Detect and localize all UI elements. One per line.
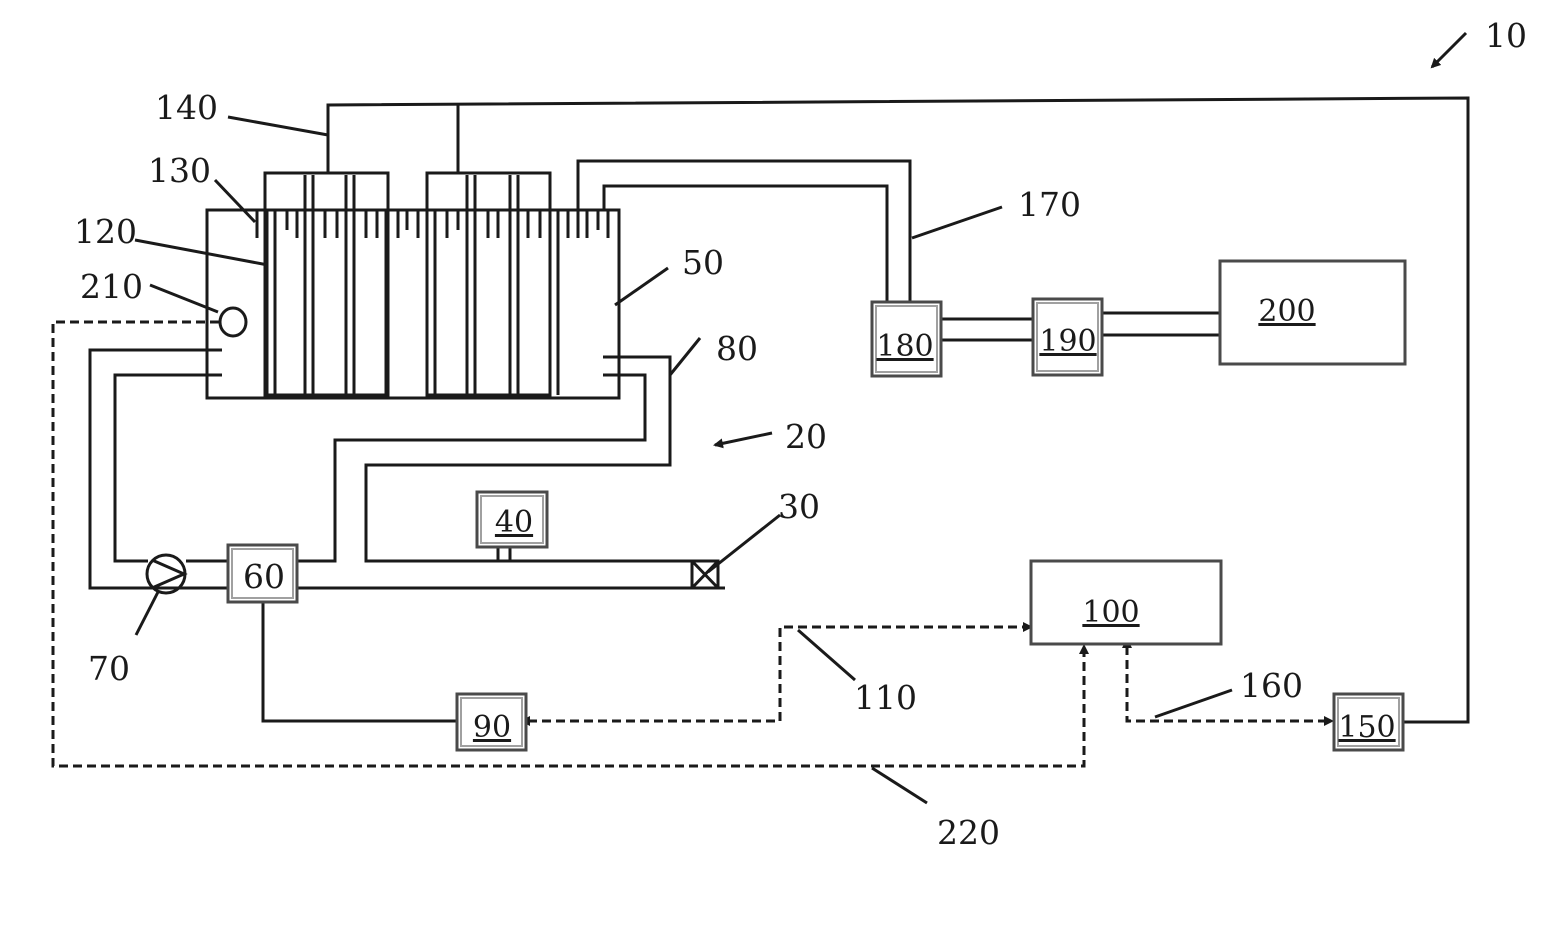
line-60-90 bbox=[263, 602, 457, 721]
signal-line-110 bbox=[528, 627, 1031, 721]
unit-190-label: 190 bbox=[1039, 324, 1096, 359]
label-170: 170 bbox=[1018, 185, 1081, 224]
label-120: 120 bbox=[74, 212, 137, 251]
unit-90: 90 bbox=[457, 694, 526, 750]
leader-50 bbox=[615, 268, 668, 305]
unit-150: 150 bbox=[1334, 694, 1403, 750]
label-20: 20 bbox=[785, 417, 827, 456]
unit-190: 190 bbox=[1033, 299, 1102, 375]
label-30: 30 bbox=[778, 487, 820, 526]
unit-60-label: 60 bbox=[243, 557, 285, 596]
label-70: 70 bbox=[88, 649, 130, 688]
leader-120 bbox=[135, 240, 268, 265]
label-10: 10 bbox=[1485, 16, 1527, 55]
unit-180: 180 bbox=[872, 302, 941, 376]
unit-60: 60 bbox=[228, 545, 297, 602]
label-130: 130 bbox=[148, 151, 211, 190]
label-210: 210 bbox=[80, 267, 143, 306]
unit-90-label: 90 bbox=[473, 710, 511, 745]
label-80: 80 bbox=[716, 329, 758, 368]
unit-40-label: 40 bbox=[495, 505, 533, 540]
unit-100: 100 bbox=[1031, 561, 1221, 644]
sensor-210 bbox=[150, 285, 246, 336]
electrode-frames bbox=[265, 173, 550, 395]
label-160: 160 bbox=[1240, 666, 1303, 705]
label-220: 220 bbox=[937, 813, 1000, 852]
label-50: 50 bbox=[682, 243, 724, 282]
valve-30 bbox=[692, 515, 780, 588]
unit-100-label: 100 bbox=[1082, 595, 1139, 630]
arrow-20 bbox=[715, 433, 772, 445]
electrode-plates bbox=[267, 175, 558, 395]
unit-40: 40 bbox=[477, 492, 547, 547]
label-110: 110 bbox=[854, 678, 917, 717]
arrow-10 bbox=[1432, 33, 1466, 67]
unit-200-label: 200 bbox=[1258, 294, 1315, 329]
unit-200: 200 bbox=[1220, 261, 1405, 364]
gas-pipe-170 bbox=[578, 161, 1002, 302]
unit-180-label: 180 bbox=[876, 329, 933, 364]
unit-150-label: 150 bbox=[1338, 710, 1395, 745]
pump-70 bbox=[136, 555, 185, 635]
unit-40-stem bbox=[498, 547, 510, 561]
label-140: 140 bbox=[155, 88, 218, 127]
